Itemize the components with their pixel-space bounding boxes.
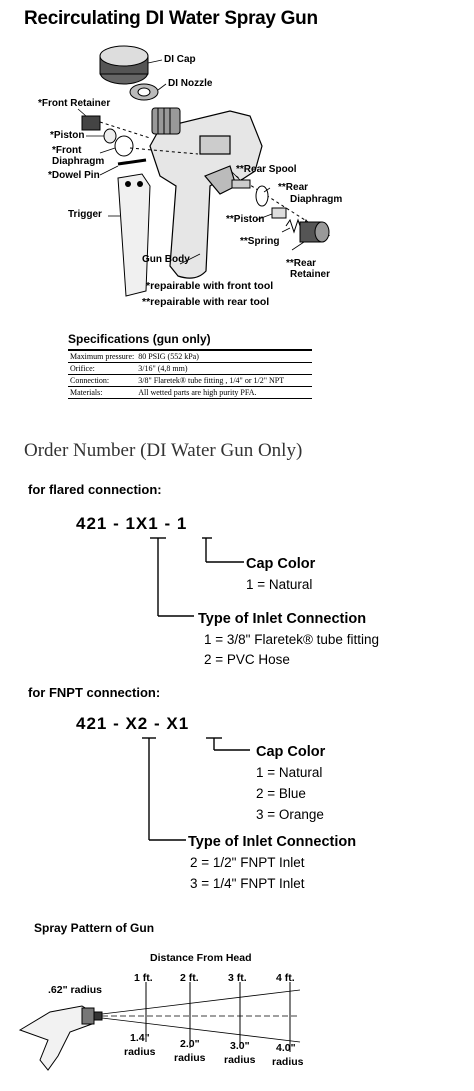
distance-label: 2 ft. — [180, 972, 199, 984]
fnpt-inlet-option: 3 = 1/4" FNPT Inlet — [190, 876, 305, 891]
rear-piston-part — [271, 207, 287, 219]
flared-heading: for flared connection: — [28, 482, 162, 497]
specifications-table: Maximum pressure: 80 PSIG (552 kPa) Orif… — [68, 349, 312, 399]
spec-key: Maximum pressure: — [68, 349, 137, 363]
spec-row: Materials: All wetted parts are high pur… — [68, 386, 312, 399]
label-rear-piston: **Piston — [226, 214, 265, 225]
order-number-title: Order Number (DI Water Gun Only) — [24, 440, 303, 461]
fnpt-cap-option: 3 = Orange — [256, 807, 324, 822]
radius-value: 1.4" — [130, 1032, 150, 1044]
spec-key: Orifice: — [68, 362, 137, 375]
label-front-diaphragm-line1: *Front — [52, 145, 82, 156]
rear-retainer-part — [299, 221, 330, 243]
fnpt-cap-color-title: Cap Color — [256, 744, 326, 760]
spring-part — [285, 218, 311, 234]
distance-label: 1 ft. — [134, 972, 153, 984]
distance-from-head-title: Distance From Head — [150, 952, 252, 964]
rear-spool-part — [231, 179, 251, 189]
label-spring: **Spring — [240, 236, 280, 247]
threaded-neck — [151, 107, 181, 135]
spec-value: 80 PSIG (552 kPa) — [136, 349, 312, 363]
label-gun-body: Gun Body — [142, 254, 190, 265]
label-rear-spool: **Rear Spool — [236, 164, 297, 175]
specifications-title: Specifications (gun only) — [68, 332, 211, 346]
label-piston: *Piston — [50, 130, 85, 141]
spec-value: 3/8" Flaretek® tube fitting , 1/4" or 1/… — [136, 374, 312, 387]
spec-value: 3/16" (4,8 mm) — [136, 362, 312, 375]
radius-unit: radius — [224, 1054, 256, 1066]
fnpt-order-code: 421 - X2 - X1 — [76, 714, 190, 733]
front-retainer-part — [81, 115, 101, 131]
spec-key: Connection: — [68, 374, 137, 387]
note-front-tool: *repairable with front tool — [146, 280, 274, 292]
fnpt-heading: for FNPT connection: — [28, 685, 161, 700]
flared-connector-lines — [150, 537, 244, 617]
trigger-part — [117, 173, 151, 297]
label-dowel-pin: *Dowel Pin — [48, 170, 100, 181]
flared-inlet-option: 2 = PVC Hose — [204, 652, 290, 667]
radius-unit: radius — [174, 1052, 206, 1064]
radius-unit: radius — [124, 1046, 156, 1058]
fnpt-inlet-option: 2 = 1/2" FNPT Inlet — [190, 855, 305, 870]
page-title: Recirculating DI Water Spray Gun — [24, 8, 318, 29]
front-diaphragm-part — [114, 135, 134, 157]
fnpt-cap-option: 2 = Blue — [256, 786, 306, 801]
label-rear-retainer-line2: Retainer — [290, 269, 331, 280]
radius-value: 3.0" — [230, 1040, 250, 1052]
distance-label: 4 ft. — [276, 972, 295, 984]
radius-value: 4.0" — [276, 1042, 296, 1054]
fnpt-cap-option: 1 = Natural — [256, 765, 323, 780]
label-rear-retainer-line1: **Rear — [286, 258, 317, 269]
di-cap-part — [99, 45, 149, 85]
distance-label: 3 ft. — [228, 972, 247, 984]
label-di-cap: DI Cap — [164, 54, 196, 65]
flared-cap-option: 1 = Natural — [246, 577, 313, 592]
flared-cap-color-title: Cap Color — [246, 556, 316, 572]
dowel-pin-part — [117, 158, 147, 166]
exploded-gun-diagram — [77, 45, 331, 297]
flared-inlet-title: Type of Inlet Connection — [198, 611, 367, 627]
spray-pattern-diagram — [18, 982, 301, 1071]
gun-body-illustration — [149, 110, 263, 279]
rear-diaphragm-part — [255, 185, 269, 207]
start-radius-label: .62" radius — [48, 984, 103, 996]
spray-pattern-title: Spray Pattern of Gun — [34, 921, 155, 935]
radius-value: 2.0" — [180, 1038, 200, 1050]
spray-gun-silhouette — [18, 1005, 103, 1071]
label-front-retainer: *Front Retainer — [38, 98, 111, 109]
label-rear-diaphragm-line1: **Rear — [278, 182, 309, 193]
spec-row: Maximum pressure: 80 PSIG (552 kPa) — [68, 349, 312, 363]
flared-order-code: 421 - 1X1 - 1 — [76, 514, 188, 533]
label-di-nozzle: DI Nozzle — [168, 78, 213, 89]
fnpt-connector-lines — [142, 737, 250, 841]
fnpt-inlet-title: Type of Inlet Connection — [188, 834, 357, 850]
spec-row: Orifice: 3/16" (4,8 mm) — [68, 362, 312, 375]
label-rear-diaphragm-line2: Diaphragm — [290, 194, 343, 205]
di-nozzle-part — [129, 83, 159, 101]
radius-unit: radius — [272, 1056, 304, 1068]
piston-part — [103, 128, 117, 144]
spec-value: All wetted parts are high purity PFA. — [136, 386, 312, 399]
spec-row: Connection: 3/8" Flaretek® tube fitting … — [68, 374, 312, 387]
label-trigger: Trigger — [68, 209, 102, 220]
spec-key: Materials: — [68, 386, 137, 399]
flared-inlet-option: 1 = 3/8" Flaretek® tube fitting — [204, 632, 379, 647]
note-rear-tool: **repairable with rear tool — [142, 296, 270, 308]
label-front-diaphragm-line2: Diaphragm — [52, 156, 105, 167]
